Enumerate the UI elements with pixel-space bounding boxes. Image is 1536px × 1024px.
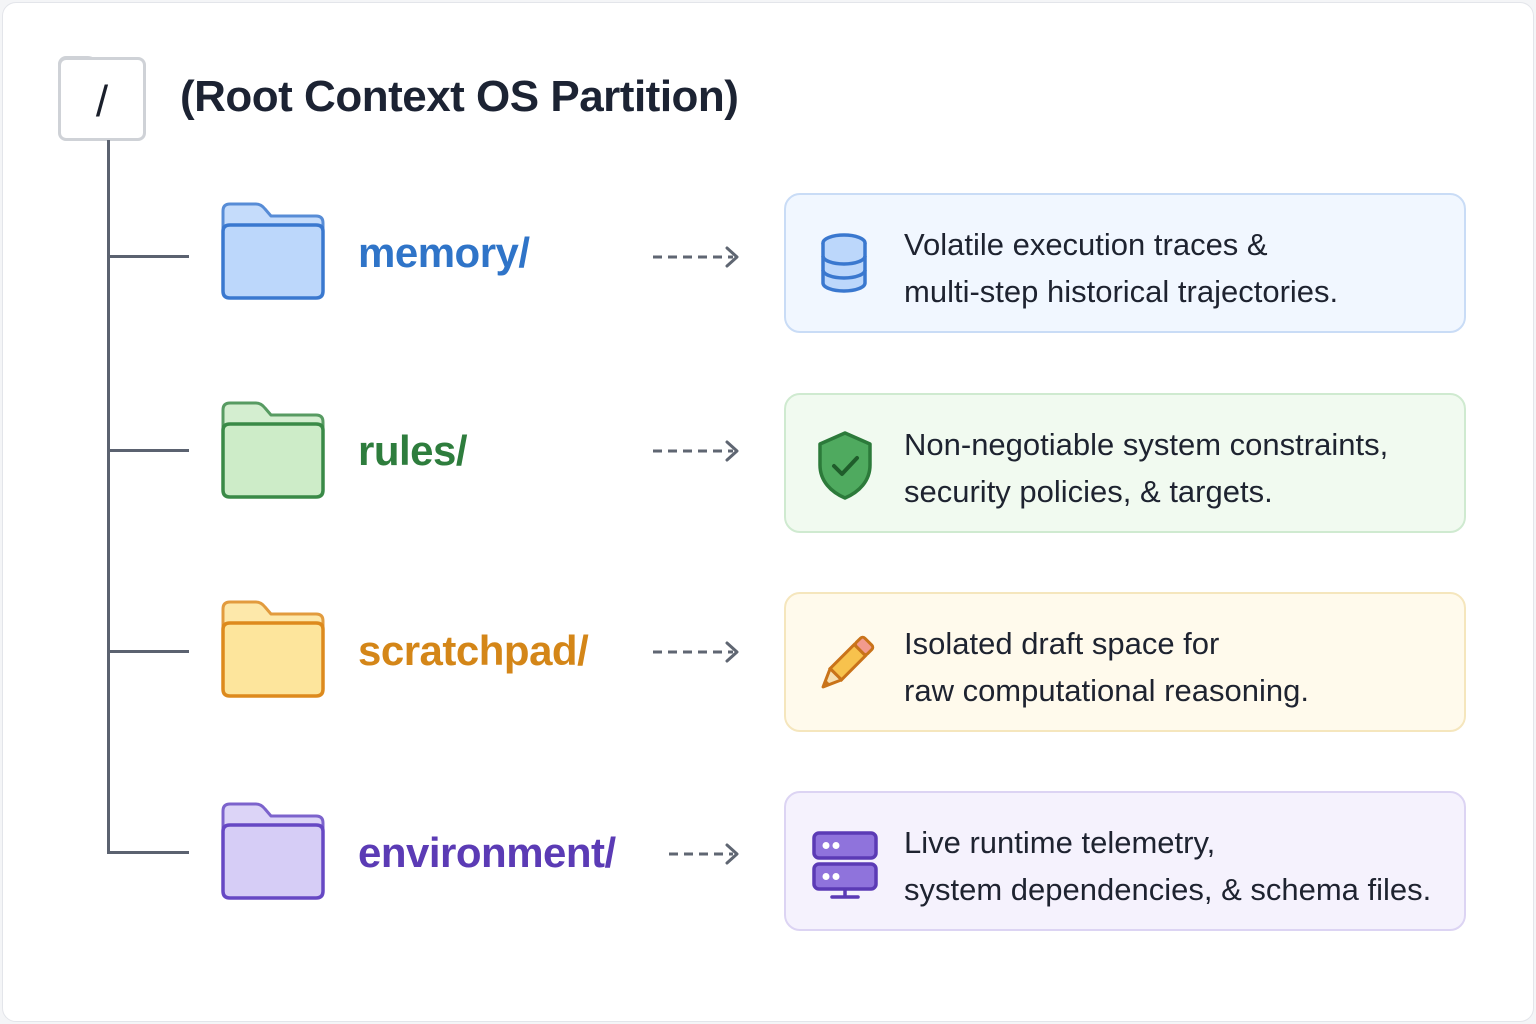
root-symbol: /: [95, 77, 109, 126]
folder-icon-scratchpad: [220, 599, 326, 699]
folder-icon-memory: [220, 201, 326, 301]
folder-label-memory: memory/: [358, 229, 530, 276]
description-card-environment: Live runtime telemetry, system dependenc…: [784, 791, 1466, 931]
folder-icon-rules: [220, 400, 326, 500]
root-title: (Root Context OS Partition): [180, 72, 739, 121]
description-card-memory: Volatile execution traces & multi-step h…: [784, 193, 1466, 333]
description-text-rules: Non-negotiable system constraints, secur…: [904, 427, 1389, 509]
description-card-scratchpad: Isolated draft space for raw computation…: [784, 592, 1466, 732]
folder-label-environment: environment/: [358, 829, 616, 876]
folder-label-scratchpad: scratchpad/: [358, 627, 589, 674]
description-text-memory: Volatile execution traces & multi-step h…: [904, 227, 1339, 309]
description-card-rules: Non-negotiable system constraints, secur…: [784, 393, 1466, 533]
folder-icon-environment: [220, 801, 326, 901]
tree-branch-environment: [107, 851, 189, 854]
folder-label-rules: rules/: [358, 427, 468, 474]
server-icon: [812, 831, 878, 899]
root-folder-icon: [58, 57, 146, 141]
description-text-environment: Live runtime telemetry, system dependenc…: [904, 825, 1432, 907]
tree-branch-rules: [107, 449, 189, 452]
dashed-arrow-icon: [653, 440, 739, 462]
tree-trunk: [107, 140, 110, 854]
dashed-arrow-icon: [669, 843, 739, 865]
description-text-scratchpad: Isolated draft space for raw computation…: [904, 626, 1309, 708]
pencil-icon: [821, 635, 875, 689]
dashed-arrow-icon: [653, 246, 739, 268]
database-icon: [821, 233, 867, 293]
tree-branch-scratchpad: [107, 650, 189, 653]
tree-branch-memory: [107, 255, 189, 258]
shield-check-icon: [818, 431, 872, 500]
dashed-arrow-icon: [653, 641, 739, 663]
